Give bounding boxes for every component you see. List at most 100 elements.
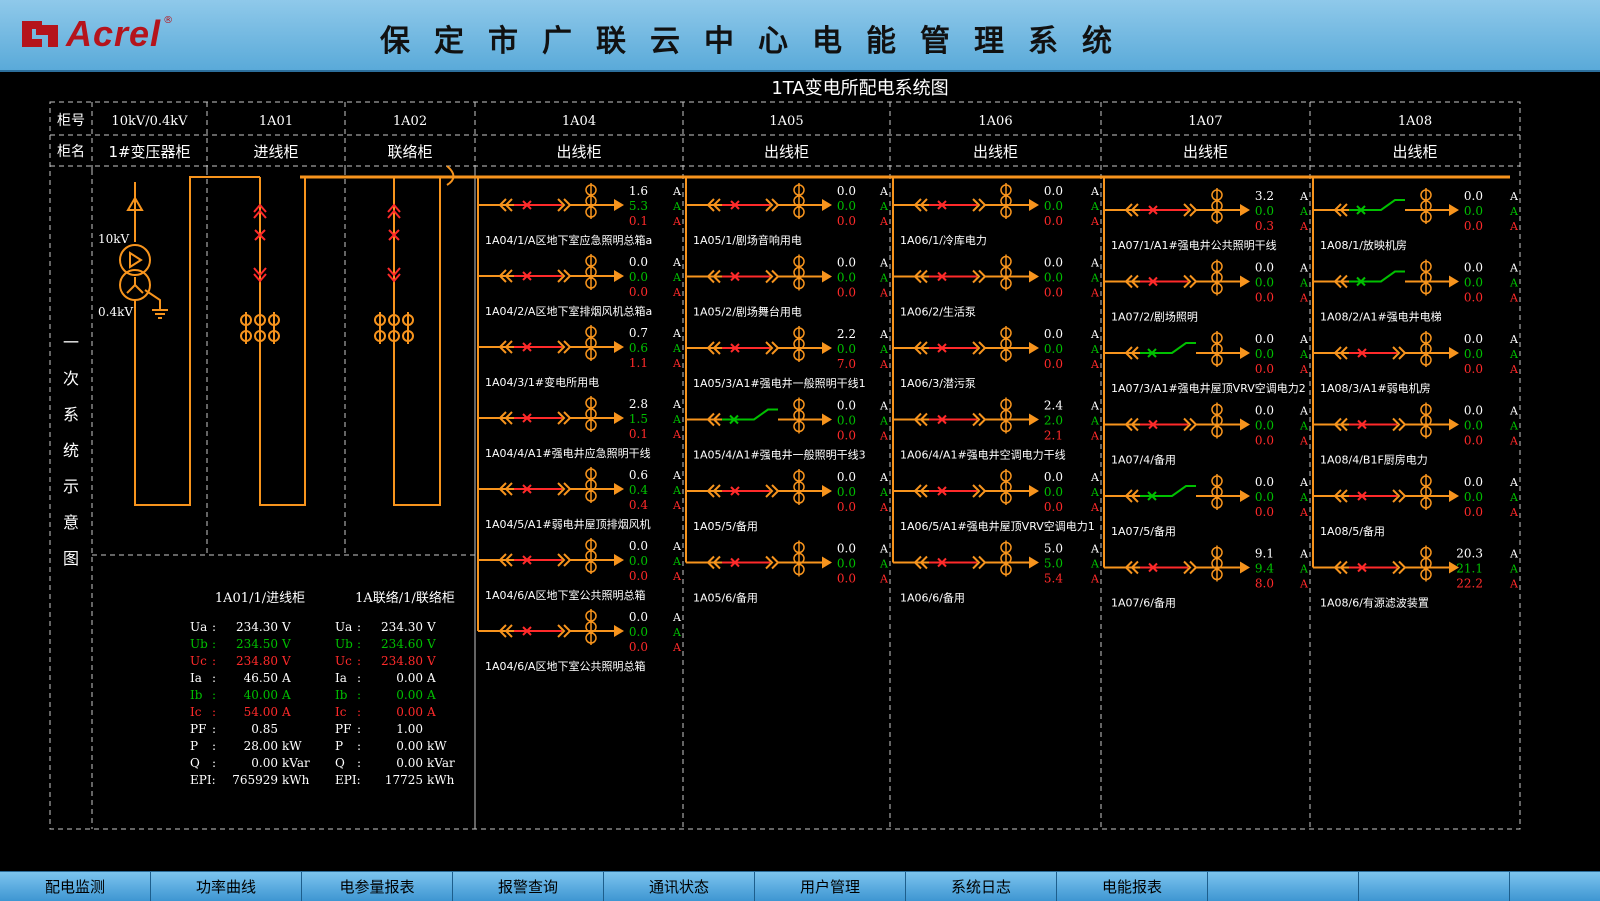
feeder-label: 1A08/4/B1F厨房电力	[1320, 454, 1428, 467]
cabinet-name-2: 联络柜	[387, 143, 432, 161]
meter-incoming-unit: A	[281, 705, 291, 719]
acrel-logo-icon	[22, 21, 58, 47]
feeder-current-c: 0.0	[629, 640, 648, 654]
meter-incoming-unit: kW	[282, 739, 302, 753]
feeder-label: 1A04/4/A1#强电井应急照明干线	[485, 446, 651, 460]
feeder-unit: A	[1509, 292, 1519, 305]
meter-incoming-unit: V	[281, 620, 291, 634]
meter-tie-key: PF	[335, 722, 351, 736]
feeder-current-a: 0.0	[1044, 327, 1063, 341]
feeder-current-a: 0.0	[1044, 470, 1063, 484]
feeder-current-a: 0.0	[1255, 261, 1274, 275]
breaker-trip-icon	[522, 342, 532, 352]
meter-incoming-title: 1A01/1/进线柜	[215, 591, 305, 606]
breaker-trip-icon	[522, 271, 532, 281]
nav-item-7[interactable]: 电能报表	[1057, 872, 1208, 901]
feeder-current-b: 0.0	[837, 557, 856, 571]
nav-item-2[interactable]: 电参量报表	[302, 872, 453, 901]
disconnect-left-icon	[1124, 489, 1139, 503]
cabinet-id-3: 1A04	[562, 114, 596, 129]
feeder-current-a: 0.7	[629, 326, 648, 340]
feeder-current-c: 0.0	[837, 429, 856, 443]
feeder-current-c: 0.0	[1044, 214, 1063, 228]
feeder-current-a: 0.0	[629, 255, 648, 269]
disconnect-left-icon	[498, 411, 513, 425]
feeder-current-c: 8.0	[1255, 577, 1274, 591]
side-label-char: 统	[63, 441, 79, 460]
cabinet-name-5: 出线柜	[973, 143, 1018, 161]
feeder-unit: A	[672, 570, 682, 583]
feeder-unit: A	[1509, 491, 1519, 504]
meter-tie-title: 1A联络/1/联络柜	[355, 590, 455, 606]
breaker-trip-icon	[937, 271, 947, 282]
meter-incoming-value: 0.00	[251, 756, 278, 770]
logo-registered-mark: ®	[163, 14, 174, 26]
feeder-unit: A	[1509, 476, 1519, 489]
feeder-unit: A	[1509, 262, 1519, 275]
feeder-unit: A	[672, 428, 682, 441]
nav-item-1[interactable]: 功率曲线	[151, 872, 302, 901]
feeder-current-c: 0.0	[1044, 357, 1063, 371]
top-header-bar: Acrel ® 保定市广联云中心电能管理系统	[0, 0, 1600, 72]
meter-incoming-value: 0.85	[251, 722, 278, 736]
feeder-unit: A	[672, 357, 682, 370]
feeder-current-a: 0.0	[1044, 184, 1063, 198]
feeder-unit: A	[1509, 548, 1519, 561]
feeder-arrow-icon	[1240, 418, 1250, 431]
feeder-current-a: 0.0	[1464, 404, 1483, 418]
feeder-current-b: 0.0	[629, 554, 648, 568]
feeder-unit: A	[672, 540, 682, 553]
feeder-unit: A	[672, 398, 682, 411]
system-title: 保定市广联云中心电能管理系统	[380, 24, 1136, 59]
tie-disconnect-bottom-icon	[387, 267, 401, 283]
feeder-unit: A	[672, 469, 682, 482]
nav-item-0[interactable]: 配电监测	[0, 872, 151, 901]
feeder-current-b: 5.3	[629, 199, 648, 213]
transformer-lv-label: 0.4kV	[98, 305, 133, 319]
feeder-label: 1A07/6/备用	[1111, 596, 1176, 610]
feeder-unit: A	[1299, 190, 1309, 203]
feeder-unit: A	[1299, 563, 1309, 576]
feeder-current-b: 0.0	[1464, 419, 1483, 433]
breaker-trip-icon	[937, 343, 947, 353]
feeder-current-b: 0.0	[1044, 342, 1063, 356]
feeder-current-b: 0.0	[1464, 276, 1483, 290]
feeder-unit: A	[1090, 343, 1100, 356]
feeder-current-a: 20.3	[1456, 547, 1483, 561]
feeder-current-c: 0.0	[1464, 505, 1483, 519]
meter-tie-colon: :	[357, 722, 361, 736]
nav-item-6[interactable]: 系统日志	[906, 872, 1057, 901]
meter-incoming-key: P	[190, 739, 198, 753]
feeder-unit: A	[1299, 348, 1309, 361]
feeder-label: 1A08/1/放映机房	[1320, 238, 1407, 252]
nav-item-3[interactable]: 报警查询	[453, 872, 604, 901]
feeder-current-b: 0.0	[837, 485, 856, 499]
feeder-label: 1A06/3/潜污泵	[900, 376, 976, 390]
transformer-feeder-line	[134, 176, 260, 506]
feeder-current-b: 0.4	[629, 483, 648, 497]
nav-item-8[interactable]	[1208, 872, 1359, 901]
incoming-disconnect-top-icon	[253, 203, 267, 219]
feeder-unit: A	[672, 286, 682, 299]
feeder-arrow-icon	[822, 342, 832, 354]
meter-incoming-colon: :	[212, 756, 216, 770]
cabinet-id-4: 1A05	[769, 114, 803, 129]
feeder-current-b: 0.0	[1044, 485, 1063, 499]
meter-tie-value: 1.00	[396, 722, 423, 736]
meter-tie-colon: :	[357, 756, 361, 770]
meter-tie-key: Q	[335, 756, 345, 770]
feeder-label: 1A08/5/备用	[1320, 524, 1385, 538]
feeder-label: 1A04/6/A区地下室公共照明总箱	[485, 659, 645, 673]
feeder-arrow-icon	[1449, 204, 1459, 216]
nav-item-5[interactable]: 用户管理	[755, 872, 906, 901]
feeder-unit: A	[1509, 348, 1519, 361]
feeder-unit: A	[879, 400, 889, 413]
nav-item-4[interactable]: 通讯状态	[604, 872, 755, 901]
nav-item-9[interactable]	[1359, 872, 1510, 901]
breaker-trip-icon	[1357, 491, 1367, 501]
tie-cabinet-line	[393, 177, 441, 506]
meter-tie-key: Ic	[335, 705, 347, 719]
